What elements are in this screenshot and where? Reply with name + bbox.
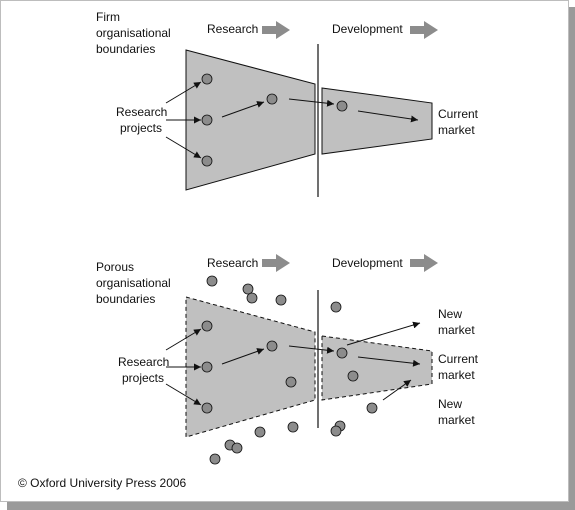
top-research-funnel	[185, 49, 316, 191]
copyright-notice: © Oxford University Press 2006	[18, 476, 187, 490]
bottom-research-funnel	[185, 296, 316, 438]
new-market-lower-line2: market	[438, 413, 475, 427]
bottom-development-heading: Development	[332, 256, 403, 270]
top-flow-arrow	[165, 136, 202, 159]
top-development-heading: Development	[332, 22, 403, 36]
top-flow-arrow	[357, 110, 419, 123]
top-project-dot	[201, 73, 213, 85]
top-projects-label-line1: Research	[116, 105, 167, 119]
new-market-lower-line1: New	[438, 397, 462, 411]
bottom-project-dot	[336, 347, 348, 359]
bottom-project-dot	[266, 340, 278, 352]
top-project-dot	[336, 100, 348, 112]
bottom-project-dot	[201, 320, 213, 332]
bottom-project-dot	[285, 376, 297, 388]
bottom-flow-arrow	[288, 345, 335, 354]
bottom-research-arrow-icon	[262, 254, 290, 272]
top-development-funnel	[321, 87, 433, 155]
bottom-project-dot	[347, 370, 359, 382]
top-project-dot	[201, 114, 213, 126]
bottom-development-arrow-icon	[410, 254, 438, 272]
bottom-project-dot	[201, 361, 213, 373]
bottom-project-dot	[201, 402, 213, 414]
bottom-flow-arrow	[165, 328, 202, 351]
top-flow-arrow	[221, 101, 265, 118]
top-project-dot	[201, 155, 213, 167]
external-project-dot	[330, 425, 342, 437]
bottom-flow-arrow	[165, 383, 202, 406]
bottom-boundary-label-line3: boundaries	[96, 292, 155, 306]
external-project-dot	[209, 453, 221, 465]
bottom-boundary-label-line2: organisational	[96, 276, 171, 290]
bottom-flow-arrow	[346, 321, 421, 346]
open-innovation-panel: Porous organisational boundaries Researc…	[96, 254, 479, 465]
current-market-line1: Current	[438, 352, 479, 366]
top-development-arrow-icon	[410, 21, 438, 39]
external-project-dot	[231, 442, 243, 454]
bottom-boundary-label-line1: Porous	[96, 260, 134, 274]
new-market-upper-line1: New	[438, 307, 462, 321]
bottom-flow-arrow	[382, 379, 412, 401]
top-boundary-label-line3: boundaries	[96, 42, 155, 56]
external-project-dot	[246, 292, 258, 304]
new-market-upper-line2: market	[438, 323, 475, 337]
external-project-dot	[242, 283, 254, 295]
bottom-flow-arrow	[221, 348, 265, 365]
top-research-arrow-icon	[262, 21, 290, 39]
top-projects-label-line2: projects	[120, 121, 162, 135]
bottom-projects-label-line2: projects	[122, 371, 164, 385]
external-project-dot	[254, 426, 266, 438]
external-project-dot	[287, 421, 299, 433]
bottom-research-heading: Research	[207, 256, 258, 270]
current-market-line2: market	[438, 368, 475, 382]
closed-innovation-panel: Firm organisational boundaries Research …	[96, 10, 479, 197]
bottom-flow-arrow	[357, 356, 421, 367]
top-market-label-line2: market	[438, 123, 475, 137]
top-project-dot	[266, 93, 278, 105]
bottom-projects-label-line1: Research	[118, 355, 169, 369]
external-project-dot	[275, 294, 287, 306]
top-research-heading: Research	[207, 22, 258, 36]
top-boundary-label-line1: Firm	[96, 10, 120, 24]
top-flow-arrow	[165, 81, 202, 104]
external-project-dot	[366, 402, 378, 414]
top-flow-arrow	[288, 98, 335, 107]
external-project-dot	[206, 275, 218, 287]
top-boundary-label-line2: organisational	[96, 26, 171, 40]
top-market-label-line1: Current	[438, 107, 479, 121]
external-project-dot	[330, 301, 342, 313]
